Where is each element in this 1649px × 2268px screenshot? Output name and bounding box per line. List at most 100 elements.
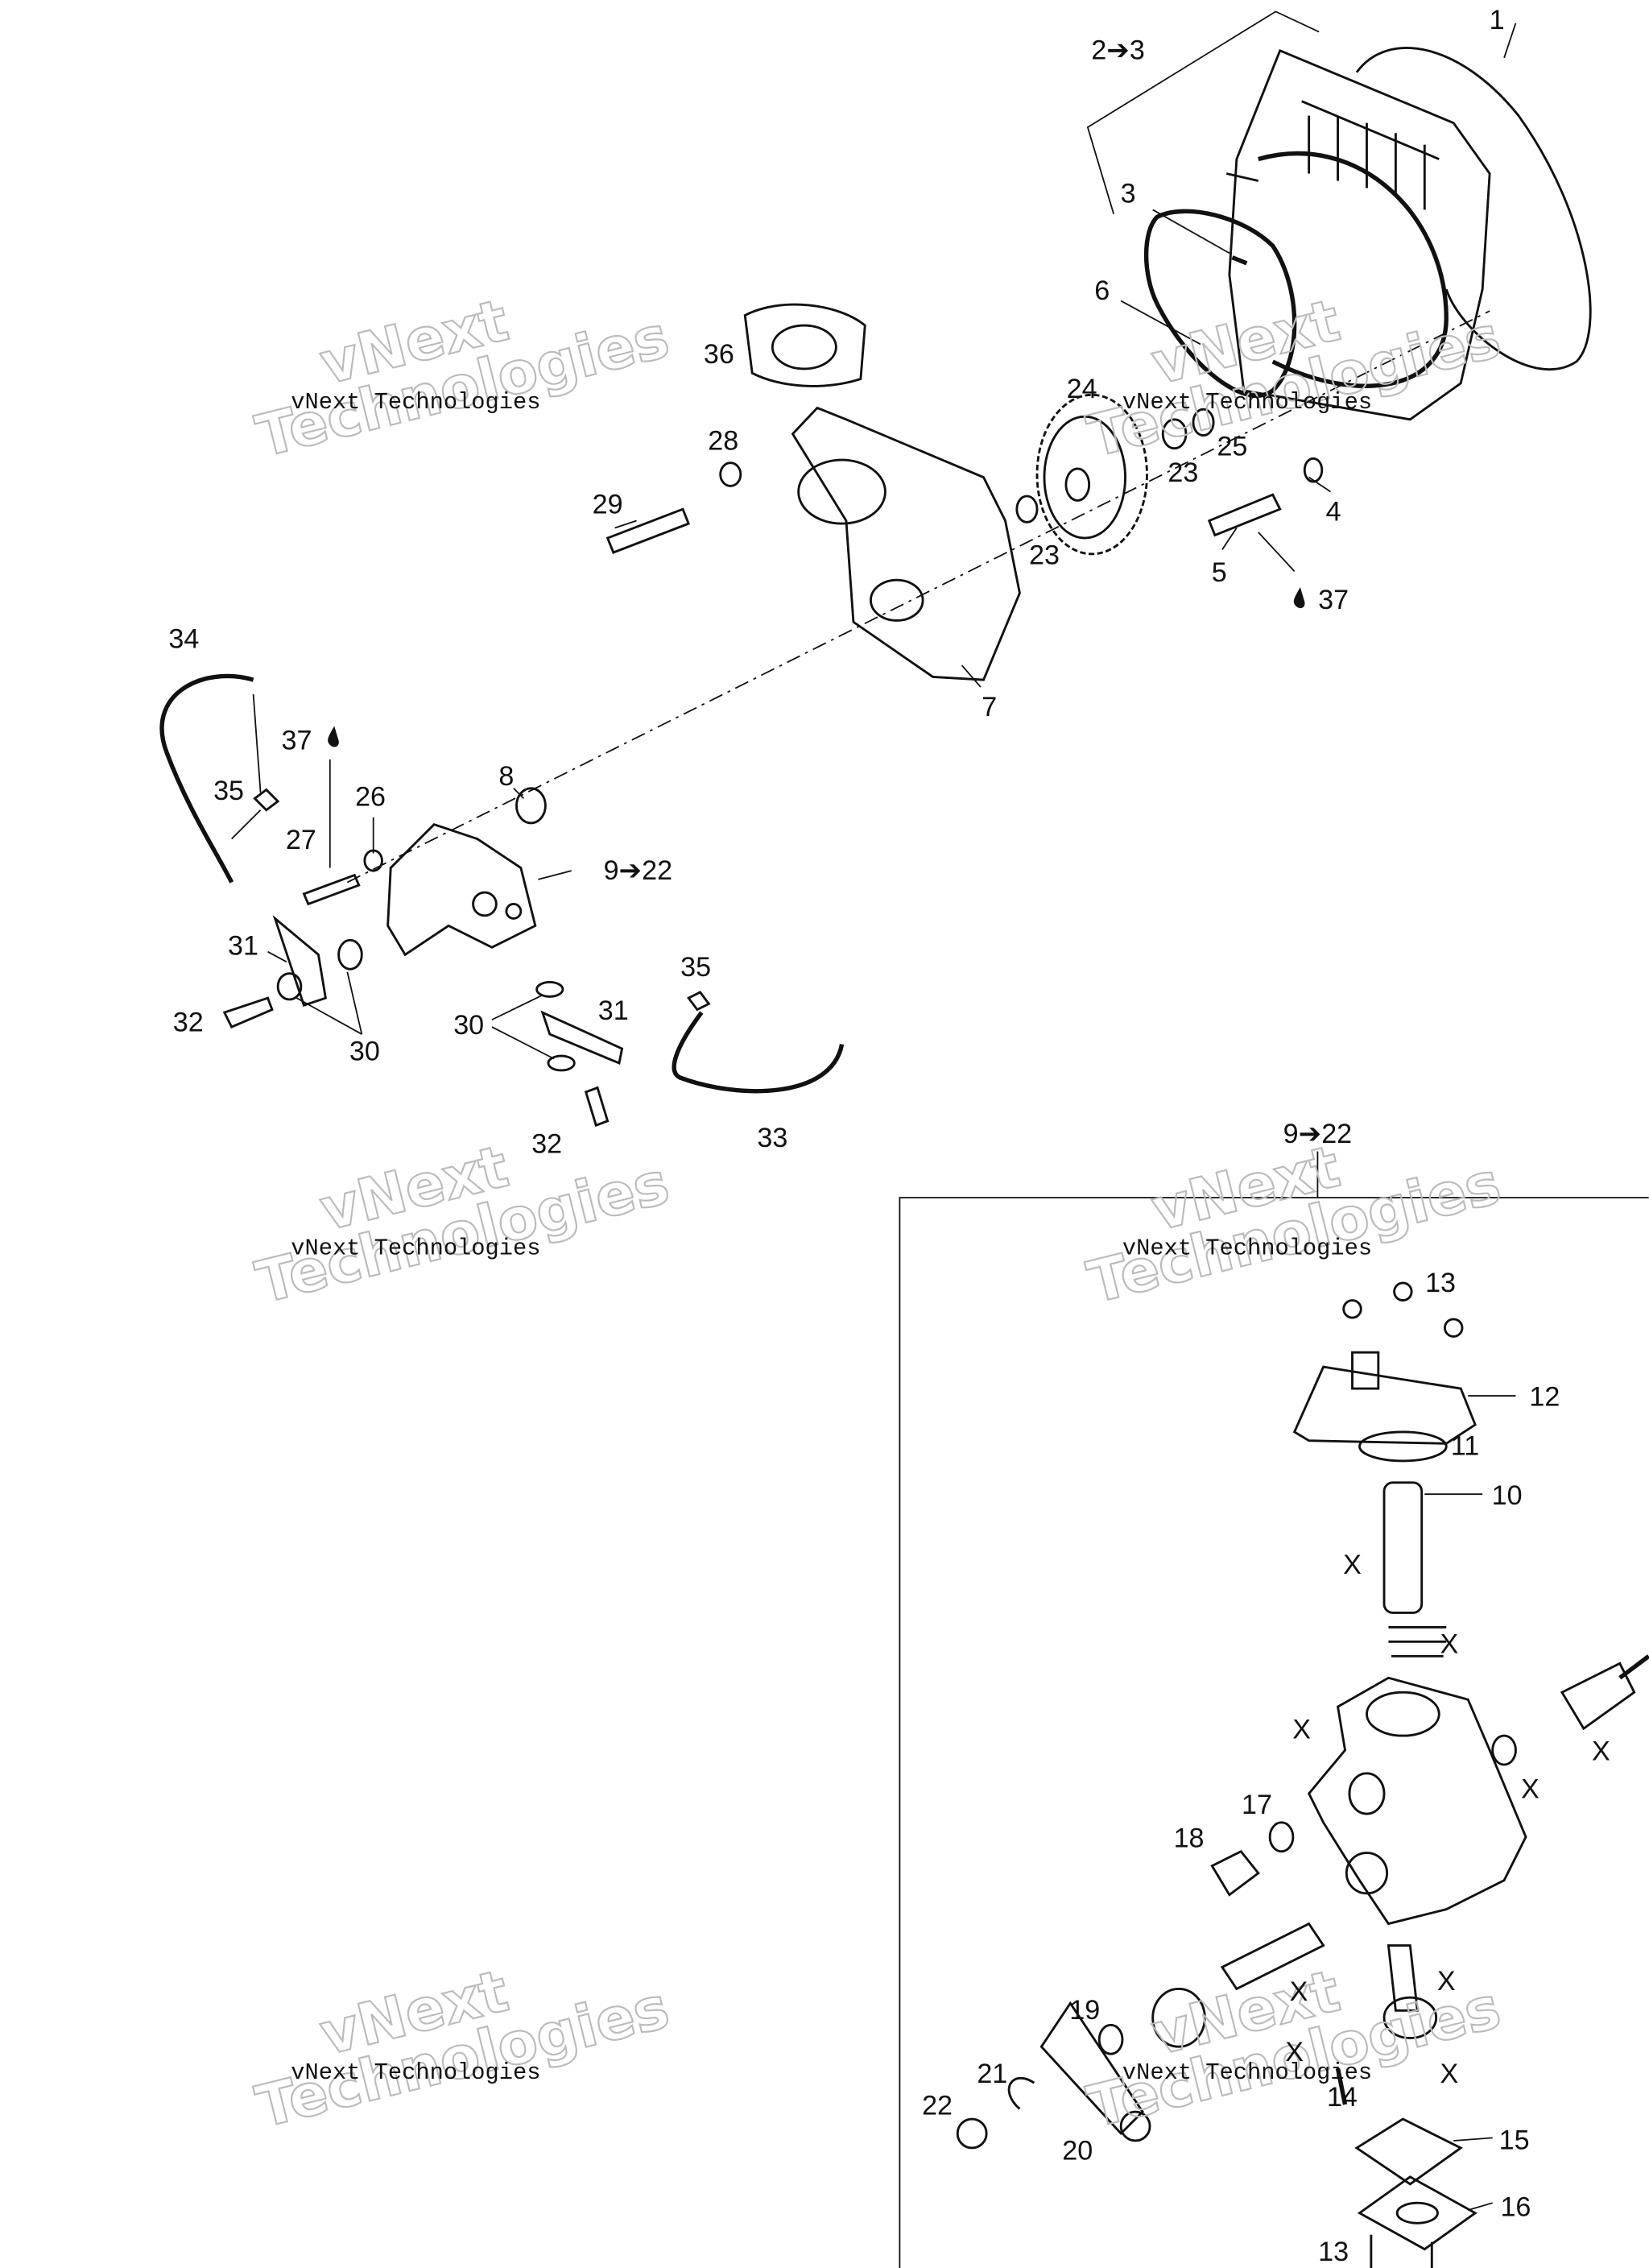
callout-28: 28 bbox=[708, 426, 738, 457]
callout-34: 34 bbox=[168, 624, 199, 655]
part-19-seal bbox=[1151, 1987, 1206, 2048]
callout-23: 23 bbox=[1168, 457, 1198, 488]
part-29-bolt bbox=[605, 507, 691, 554]
oil-drop-icon bbox=[1293, 587, 1305, 609]
part-3-pin bbox=[1231, 255, 1248, 266]
callout-3: 3 bbox=[1121, 178, 1136, 209]
oil-drop-icon bbox=[328, 726, 339, 747]
part-20-lever bbox=[1039, 2001, 1144, 2136]
callout-22: 22 bbox=[922, 2091, 953, 2121]
callout-7: 7 bbox=[982, 692, 997, 722]
part-9-22-oil-pump bbox=[386, 823, 537, 957]
callout-27: 27 bbox=[286, 825, 316, 855]
part-24-gear bbox=[1035, 393, 1148, 556]
watermark-caption: vNext Technologies bbox=[1122, 2059, 1372, 2086]
callout-25: 25 bbox=[1217, 432, 1247, 462]
callout-18: 18 bbox=[1174, 1823, 1205, 1853]
callout-32: 32 bbox=[173, 1007, 204, 1037]
part-33-hose bbox=[672, 1011, 845, 1094]
callout-1: 1 bbox=[1490, 5, 1505, 35]
callout-37: 37 bbox=[1318, 585, 1349, 615]
callout-21: 21 bbox=[977, 2059, 1007, 2089]
watermark-caption: vNext Technologies bbox=[1122, 1235, 1372, 1261]
callout-13: 13 bbox=[1318, 2237, 1349, 2267]
part-25-nut bbox=[1192, 408, 1215, 437]
callout-31: 31 bbox=[598, 995, 629, 1026]
part-21-clip bbox=[1007, 2077, 1035, 2110]
part-1-gasket bbox=[1355, 47, 1592, 371]
part-4-washer bbox=[1303, 457, 1324, 483]
callout-35: 35 bbox=[213, 776, 244, 806]
callout-12: 12 bbox=[1529, 1382, 1560, 1413]
callout-31: 31 bbox=[228, 930, 258, 961]
part-22-nut bbox=[956, 2117, 988, 2150]
part-6-gasket bbox=[1144, 209, 1297, 398]
callout-30: 30 bbox=[349, 1036, 380, 1066]
part-30-washer bbox=[535, 980, 564, 998]
assembly-axis bbox=[346, 310, 1490, 884]
part-26-washer bbox=[363, 849, 383, 872]
part-16-cover bbox=[1357, 2175, 1477, 2251]
callout-30: 30 bbox=[453, 1010, 484, 1041]
callout-13: 13 bbox=[1425, 1268, 1456, 1298]
part-7-pump-housing bbox=[791, 406, 1021, 681]
callout-x: X bbox=[1343, 1550, 1362, 1580]
bracket-2-3 bbox=[1086, 10, 1320, 215]
callout-x: X bbox=[1285, 2037, 1304, 2067]
callout-17: 17 bbox=[1242, 1790, 1272, 1820]
callout-labels: 1 2➔3 3 6 36 24 25 28 23 29 4 23 5 37 7 … bbox=[168, 5, 1610, 2267]
part-31-fitting bbox=[272, 915, 328, 1007]
part-34-hose bbox=[159, 673, 254, 884]
callout-x: X bbox=[1521, 1773, 1539, 1804]
part-28-washer bbox=[719, 461, 742, 487]
callout-29: 29 bbox=[593, 490, 623, 520]
part-18-plug bbox=[1210, 1849, 1260, 1897]
part-30-washer bbox=[276, 972, 303, 1001]
part-23-washer bbox=[1015, 495, 1039, 524]
callout-x: X bbox=[1440, 2059, 1458, 2089]
callout-5: 5 bbox=[1212, 557, 1227, 588]
callout-x: X bbox=[1592, 1736, 1610, 1767]
part-8-o-ring bbox=[515, 787, 547, 825]
callout-36: 36 bbox=[704, 339, 734, 370]
callout-35: 35 bbox=[680, 952, 711, 983]
watermark-caption: vNext Technologies bbox=[291, 389, 540, 416]
callout-16: 16 bbox=[1500, 2191, 1531, 2222]
callout-20: 20 bbox=[1062, 2135, 1093, 2166]
part-30-washer bbox=[337, 938, 363, 971]
callout-x: X bbox=[1437, 1966, 1456, 1997]
part-2-housing bbox=[1225, 48, 1491, 421]
callout-x: X bbox=[1440, 1629, 1458, 1660]
part-31-fitting bbox=[540, 1010, 624, 1066]
inset-frame bbox=[899, 1197, 1649, 2268]
part-32-bolt bbox=[584, 1086, 610, 1128]
callout-14: 14 bbox=[1327, 2082, 1358, 2113]
part-35-clamp bbox=[253, 788, 280, 812]
callout-9-22: 9➔22 bbox=[604, 855, 672, 886]
callout-2-3: 2➔3 bbox=[1091, 35, 1145, 66]
part-32-bolt bbox=[222, 996, 274, 1028]
watermark-caption: vNext Technologies bbox=[291, 1235, 540, 1261]
callout-10: 10 bbox=[1492, 1480, 1523, 1511]
callout-33: 33 bbox=[757, 1123, 787, 1153]
part-12-cover bbox=[1292, 1365, 1477, 1445]
inset-parts bbox=[956, 1281, 1649, 2268]
callout-37: 37 bbox=[282, 725, 312, 755]
inset-title: 9➔22 bbox=[1283, 1119, 1353, 1149]
callout-15: 15 bbox=[1499, 2125, 1530, 2156]
part-10-plunger bbox=[1382, 1481, 1424, 1614]
part-30-washer bbox=[547, 1054, 576, 1072]
part-27-screw bbox=[302, 873, 361, 906]
callout-19: 19 bbox=[1069, 1995, 1100, 2026]
callout-4: 4 bbox=[1326, 497, 1341, 528]
watermark-caption: vNext Technologies bbox=[291, 2059, 540, 2086]
part-15-gasket bbox=[1354, 2117, 1463, 2186]
part-23-washer bbox=[1161, 418, 1188, 450]
part-35-clamp bbox=[687, 991, 711, 1012]
